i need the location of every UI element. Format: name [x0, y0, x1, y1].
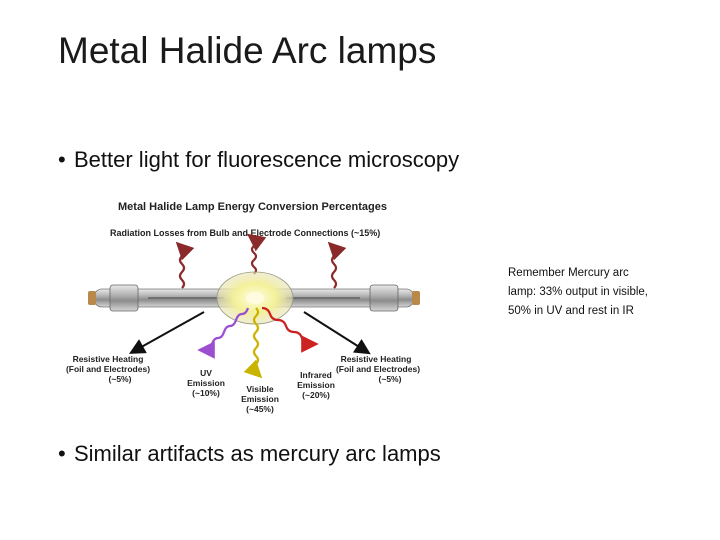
uv-label-line2: Emission: [187, 378, 225, 388]
loss-arrow-right: [327, 241, 347, 289]
left-heating-pct: (~5%): [109, 374, 132, 384]
radiation-losses-label: Radiation Losses from Bulb and Electrode…: [110, 228, 380, 238]
right-heating-label-line2: (Foil and Electrodes): [336, 364, 420, 374]
bullet-text: Better light for fluorescence microscopy: [74, 147, 460, 172]
uv-label-line1: UV: [200, 368, 212, 378]
loss-arrow-center: [246, 233, 267, 275]
infrared-label-line1: Infrared: [300, 370, 332, 380]
left-heating-label-line2: (Foil and Electrodes): [66, 364, 150, 374]
right-heating-label-line1: Resistive Heating: [341, 354, 412, 364]
visible-label-line2: Emission: [241, 394, 279, 404]
arc-core: [246, 292, 264, 304]
heating-arrow-left: [129, 311, 205, 354]
visible-pct: (~45%): [246, 404, 274, 414]
bullet-text: Similar artifacts as mercury arc lamps: [74, 441, 441, 466]
lamp-energy-figure: Metal Halide Lamp Energy Conversion Perc…: [64, 192, 448, 418]
bullet-item: • Better light for fluorescence microscop…: [58, 147, 459, 173]
heating-arrow-right: [303, 311, 371, 355]
loss-arrow-left: [175, 241, 195, 289]
left-heating-label-line1: Resistive Heating: [73, 354, 144, 364]
infrared-pct: (~20%): [302, 390, 330, 400]
uv-arrow: [197, 307, 250, 359]
figure-title: Metal Halide Lamp Energy Conversion Perc…: [118, 201, 387, 213]
slide-title: Metal Halide Arc lamps: [58, 30, 437, 71]
uv-pct: (~10%): [192, 388, 220, 398]
lamp-diagram: Metal Halide Lamp Energy Conversion Perc…: [66, 201, 420, 414]
ir-arrow: [261, 306, 319, 353]
right-heating-pct: (~5%): [379, 374, 402, 384]
bullet-marker: •: [58, 147, 66, 172]
side-note: Remember Mercury arc lamp: 33% output in…: [508, 267, 648, 317]
bullet-item: • Similar artifacts as mercury arc lamps: [58, 441, 441, 467]
bullet-marker: •: [58, 441, 66, 466]
infrared-label-line2: Emission: [297, 380, 335, 390]
visible-arrow: [243, 307, 263, 379]
visible-label-line1: Visible: [246, 384, 274, 394]
